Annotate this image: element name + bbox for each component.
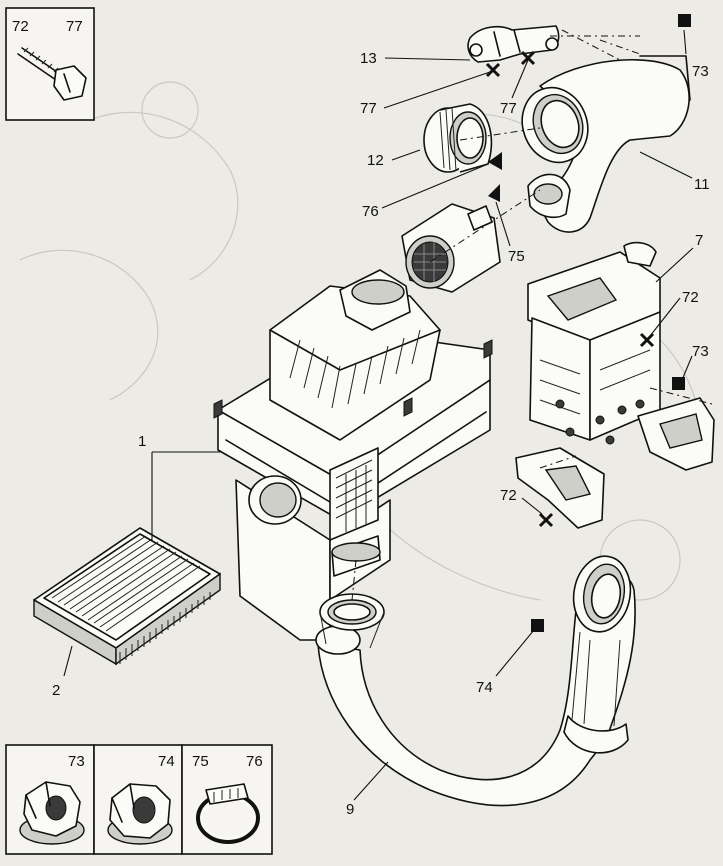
triangle-marker-icon: [488, 152, 502, 170]
callout-1: 1: [138, 433, 146, 450]
callout-9: 9: [346, 801, 354, 818]
legend-code-73: 73: [68, 753, 85, 770]
leader-lines: [63, 29, 694, 801]
legend-code-77: 77: [66, 18, 83, 35]
air-filter-element: [33, 527, 221, 666]
legend-code-74: 74: [158, 753, 175, 770]
callout-75: 75: [508, 248, 525, 265]
hex-nut-icon: [107, 783, 173, 845]
legend-code-72: 72: [12, 18, 29, 35]
callout-12: 12: [367, 152, 384, 169]
screw-icon: [17, 47, 87, 101]
flange-nut-icon: [19, 781, 85, 845]
airflow-meter: [401, 203, 501, 293]
callout-labels: 13 77 77 12 76 75 73 11 7 72 73 72 74 9 …: [52, 50, 710, 818]
cross-marker-icon: [520, 50, 536, 66]
cross-marker-icon: [538, 512, 554, 528]
callout-73-mid: 73: [692, 343, 709, 360]
legend-box-nut-73: 73: [5, 744, 95, 855]
hose-clamp-icon: [196, 783, 260, 844]
callout-74: 74: [476, 679, 493, 696]
callout-2: 2: [52, 682, 60, 699]
cross-marker-icon: [485, 62, 501, 78]
callout-13: 13: [360, 50, 377, 67]
air-filter-housing: [213, 269, 493, 641]
fastener-markers: [485, 14, 691, 632]
legend-code-75: 75: [192, 753, 209, 770]
callout-76: 76: [362, 203, 379, 220]
legend-code-76: 76: [246, 753, 263, 770]
callout-72-bottom: 72: [500, 487, 517, 504]
square-marker-icon: [531, 619, 544, 632]
callout-11: 11: [694, 176, 710, 193]
callout-73-top: 73: [692, 63, 709, 80]
callout-77-right: 77: [500, 100, 517, 117]
legend-box-screw: 72 77: [5, 7, 95, 121]
rubber-sleeve-part-12: [423, 103, 493, 173]
callout-7: 7: [695, 232, 703, 249]
triangle-marker-icon: [488, 184, 500, 202]
air-intake-hose-part-9: [315, 555, 636, 807]
callout-77-left: 77: [360, 100, 377, 117]
legend-box-nut-74: 74: [93, 744, 183, 855]
callout-72-top: 72: [682, 289, 699, 306]
square-marker-icon: [678, 14, 691, 27]
bracket-part-13: [467, 25, 560, 63]
square-marker-icon: [672, 377, 685, 390]
intake-elbow-duct: [521, 55, 691, 233]
assembly-guide-lines: [351, 29, 713, 601]
legend-box-clamp: 75 76: [181, 744, 273, 855]
cross-marker-icon: [639, 332, 655, 348]
